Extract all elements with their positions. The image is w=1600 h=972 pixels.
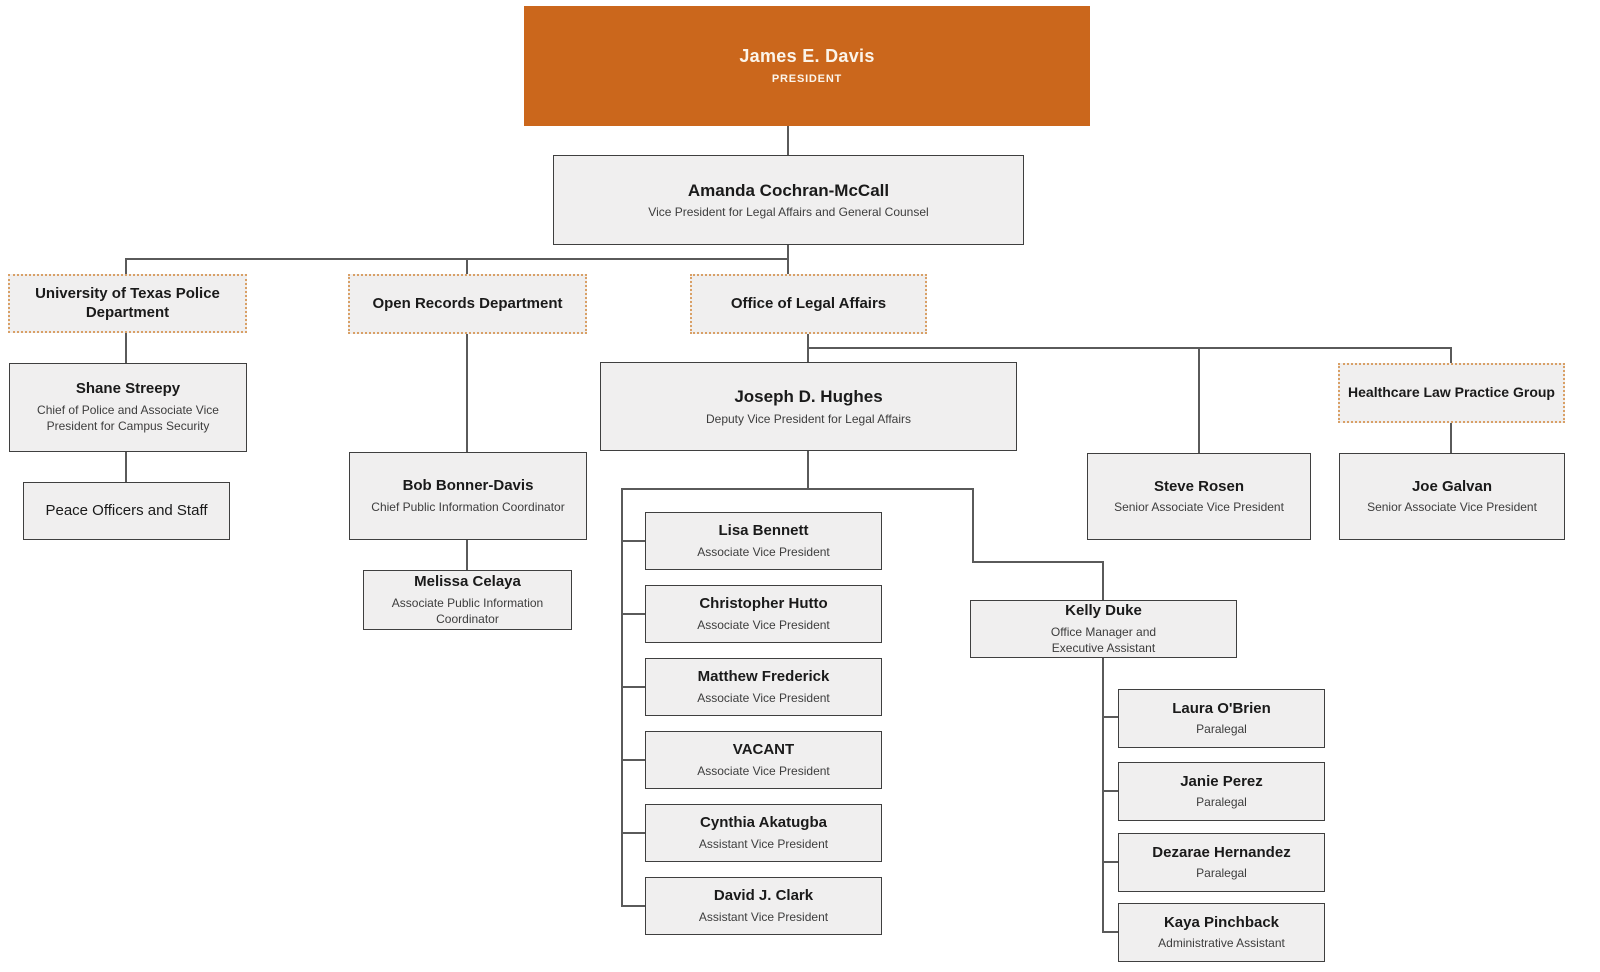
node-david-clark: David J. Clark Assistant Vice President: [645, 877, 882, 935]
connector-line-v: [787, 245, 789, 259]
person-title: Chief Public Information Coordinator: [371, 499, 565, 514]
node-ut-police-department: University of Texas Police Department: [8, 274, 247, 333]
connector-line-h: [621, 540, 645, 542]
person-title: Associate Vice President: [697, 617, 830, 632]
node-vp-legal-affairs: Amanda Cochran-McCall Vice President for…: [553, 155, 1024, 245]
node-christopher-hutto: Christopher Hutto Associate Vice Preside…: [645, 585, 882, 643]
connector-line-v: [125, 452, 127, 482]
connector-line-v: [807, 451, 809, 489]
node-shane-streepy: Shane Streepy Chief of Police and Associ…: [9, 363, 247, 452]
person-name: Joseph D. Hughes: [734, 387, 883, 407]
node-kaya-pinchback: Kaya Pinchback Administrative Assistant: [1118, 903, 1325, 962]
connector-line-h: [1102, 861, 1118, 863]
connector-line-h: [1102, 790, 1118, 792]
department-name: Office of Legal Affairs: [730, 294, 887, 312]
person-name: Matthew Frederick: [697, 668, 830, 686]
person-name: Melissa Celaya: [414, 572, 521, 590]
connector-line-h: [621, 488, 974, 490]
node-kelly-duke: Kelly Duke Office Manager and Executive …: [970, 600, 1237, 658]
person-title: Senior Associate Vice President: [1367, 500, 1537, 515]
person-name: Bob Bonner-Davis: [402, 477, 534, 495]
connector-line-v: [466, 258, 468, 274]
person-name: Kelly Duke: [1065, 601, 1142, 619]
department-name: Healthcare Law Practice Group: [1348, 384, 1555, 401]
person-title: PRESIDENT: [771, 72, 843, 85]
connector-line-h: [621, 832, 645, 834]
person-title: Associate Vice President: [697, 690, 830, 705]
connector-line-h: [621, 759, 645, 761]
connector-line-v: [1450, 347, 1452, 363]
person-title: Deputy Vice President for Legal Affairs: [705, 411, 911, 426]
person-title: Assistant Vice President: [698, 836, 829, 851]
person-title: Associate Vice President: [697, 544, 830, 559]
connector-line-h: [1102, 716, 1118, 718]
connector-line-h: [621, 686, 645, 688]
person-name: James E. Davis: [739, 46, 875, 67]
person-title: Paralegal: [1196, 795, 1247, 810]
person-name: Kaya Pinchback: [1163, 913, 1280, 931]
node-joseph-hughes: Joseph D. Hughes Deputy Vice President f…: [600, 362, 1017, 451]
department-name: Open Records Department: [372, 294, 563, 312]
person-title: Associate Vice President: [697, 763, 830, 778]
connector-line-h: [972, 561, 1104, 563]
node-melissa-celaya: Melissa Celaya Associate Public Informat…: [363, 570, 572, 630]
node-joe-galvan: Joe Galvan Senior Associate Vice Preside…: [1339, 453, 1565, 540]
person-title: Administrative Assistant: [1158, 936, 1285, 951]
node-matthew-frederick: Matthew Frederick Associate Vice Preside…: [645, 658, 882, 716]
person-title: Paralegal: [1196, 866, 1247, 881]
person-title: Office Manager and Executive Assistant: [1050, 624, 1157, 655]
node-president: James E. Davis PRESIDENT: [524, 6, 1090, 126]
connector-line-v: [1198, 347, 1200, 453]
node-open-records-department: Open Records Department: [348, 274, 587, 334]
person-name: Lisa Bennett: [718, 522, 809, 540]
person-name: Amanda Cochran-McCall: [687, 180, 890, 200]
person-title: Associate Public Information Coordinator: [391, 595, 544, 626]
connector-line-v: [466, 540, 468, 570]
person-name: VACANT: [732, 741, 795, 759]
department-name: University of Texas Police Department: [35, 284, 220, 321]
node-healthcare-law-practice-group: Healthcare Law Practice Group: [1338, 363, 1565, 423]
connector-line-v: [621, 488, 623, 907]
node-lisa-bennett: Lisa Bennett Associate Vice President: [645, 512, 882, 570]
connector-line-h: [621, 905, 645, 907]
connector-line-v: [125, 258, 127, 274]
connector-line-h: [1102, 931, 1118, 933]
node-cynthia-akatugba: Cynthia Akatugba Assistant Vice Presiden…: [645, 804, 882, 862]
node-vacant-avp: VACANT Associate Vice President: [645, 731, 882, 789]
person-name: Janie Perez: [1180, 772, 1263, 790]
group-name: Peace Officers and Staff: [45, 501, 208, 519]
node-office-of-legal-affairs: Office of Legal Affairs: [690, 274, 927, 334]
node-dezarae-hernandez: Dezarae Hernandez Paralegal: [1118, 833, 1325, 892]
connector-line-v: [787, 258, 789, 274]
person-name: Joe Galvan: [1411, 477, 1493, 495]
person-title: Paralegal: [1196, 722, 1247, 737]
connector-line-v: [1450, 423, 1452, 453]
connector-line-v: [972, 488, 974, 563]
node-bob-bonner-davis: Bob Bonner-Davis Chief Public Informatio…: [349, 452, 587, 540]
node-peace-officers-and-staff: Peace Officers and Staff: [23, 482, 230, 540]
connector-line-h: [621, 613, 645, 615]
person-title: Chief of Police and Associate Vice Presi…: [37, 403, 219, 434]
person-name: Dezarae Hernandez: [1152, 843, 1291, 861]
connector-line-v: [125, 333, 127, 363]
node-janie-perez: Janie Perez Paralegal: [1118, 762, 1325, 821]
person-name: Laura O'Brien: [1172, 699, 1271, 717]
person-title: Vice President for Legal Affairs and Gen…: [648, 205, 929, 220]
person-name: Christopher Hutto: [699, 595, 828, 613]
connector-line-v: [1102, 658, 1104, 933]
person-name: Steve Rosen: [1153, 477, 1245, 495]
connector-line-h: [125, 258, 789, 260]
person-title: Assistant Vice President: [698, 909, 829, 924]
person-name: Cynthia Akatugba: [700, 814, 827, 832]
person-name: Shane Streepy: [75, 380, 181, 398]
connector-line-v: [787, 126, 789, 155]
connector-line-h: [807, 347, 1452, 349]
connector-line-v: [1102, 561, 1104, 600]
connector-line-v: [466, 334, 468, 452]
person-name: David J. Clark: [713, 887, 814, 905]
person-title: Senior Associate Vice President: [1114, 500, 1284, 515]
node-laura-obrien: Laura O'Brien Paralegal: [1118, 689, 1325, 748]
node-steve-rosen: Steve Rosen Senior Associate Vice Presid…: [1087, 453, 1311, 540]
